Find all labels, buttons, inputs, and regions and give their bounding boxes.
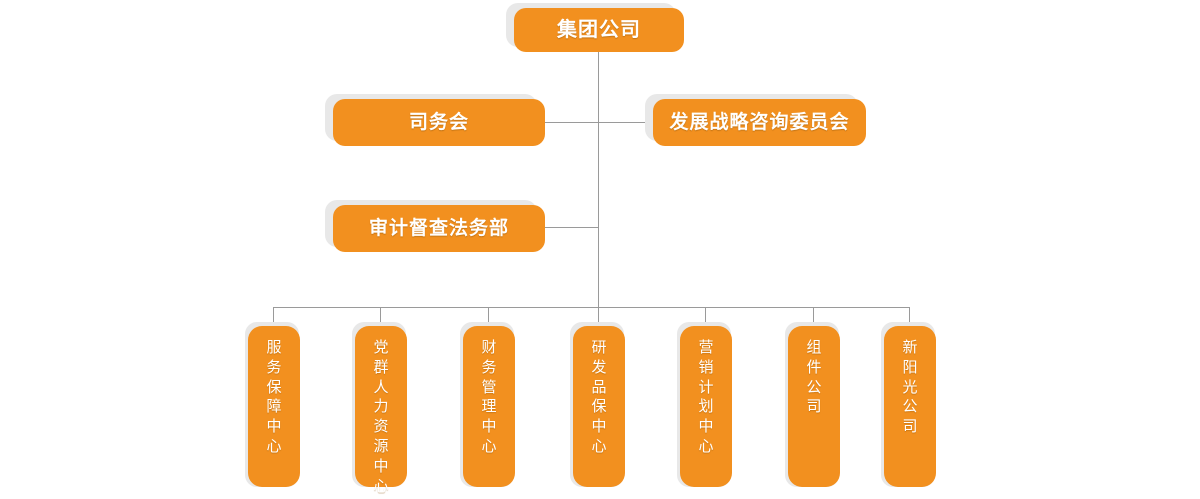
connector-staff-level-2 bbox=[545, 227, 599, 228]
connector-spine-root-to-bus bbox=[598, 50, 599, 307]
connector-drop-2 bbox=[380, 307, 381, 326]
connector-drop-1 bbox=[273, 307, 274, 326]
node-label: 集团公司 bbox=[557, 18, 641, 41]
node-label: 党群人力资源中心 bbox=[373, 339, 389, 495]
node-marketing-planning-center[interactable]: 营销计划中心 bbox=[680, 326, 732, 487]
node-service-support-center[interactable]: 服务保障中心 bbox=[248, 326, 300, 487]
node-module-company[interactable]: 组件公司 bbox=[788, 326, 840, 487]
connector-drop-4 bbox=[598, 307, 599, 326]
node-group-company[interactable]: 集团公司 bbox=[514, 8, 684, 52]
connector-drop-3 bbox=[488, 307, 489, 326]
node-label: 营销计划中心 bbox=[698, 339, 714, 455]
node-audit-supervision-legal-department[interactable]: 审计督查法务部 bbox=[333, 205, 545, 252]
node-financial-management-center[interactable]: 财务管理中心 bbox=[463, 326, 515, 487]
connector-staff-level-1 bbox=[545, 122, 655, 123]
node-label: 审计督查法务部 bbox=[368, 217, 509, 239]
connector-drop-5 bbox=[705, 307, 706, 326]
node-label: 新阳光公司 bbox=[902, 339, 918, 436]
node-label: 司务会 bbox=[408, 111, 469, 133]
node-development-strategy-advisory-committee[interactable]: 发展战略咨询委员会 bbox=[653, 99, 866, 146]
node-xinyangguang-company[interactable]: 新阳光公司 bbox=[884, 326, 936, 487]
node-siwuhui[interactable]: 司务会 bbox=[333, 99, 545, 146]
node-label: 发展战略咨询委员会 bbox=[669, 111, 850, 133]
node-party-hr-center[interactable]: 党群人力资源中心 bbox=[355, 326, 407, 495]
node-label: 组件公司 bbox=[806, 339, 822, 416]
node-rnd-quality-center[interactable]: 研发品保中心 bbox=[573, 326, 625, 487]
connector-department-bus bbox=[273, 307, 910, 308]
node-label: 服务保障中心 bbox=[266, 339, 282, 455]
connector-drop-7 bbox=[909, 307, 910, 326]
node-label: 财务管理中心 bbox=[481, 339, 497, 455]
node-label: 研发品保中心 bbox=[591, 339, 607, 455]
connector-drop-6 bbox=[813, 307, 814, 326]
